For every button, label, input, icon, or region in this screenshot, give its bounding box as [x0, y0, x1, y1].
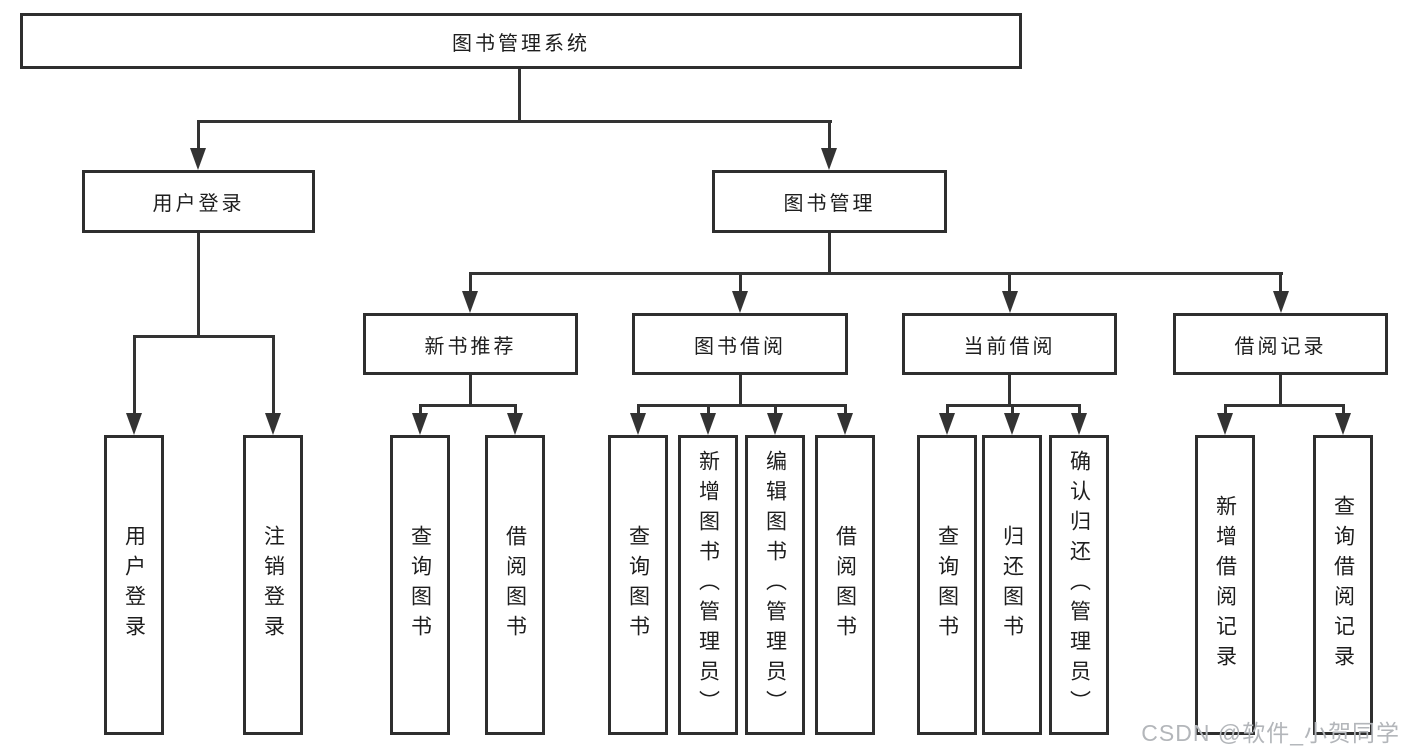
- connector-hline: [1223, 404, 1345, 407]
- arrow-down-icon: [700, 413, 716, 435]
- arrow-down-icon: [821, 148, 837, 170]
- arrow-down-icon: [265, 413, 281, 435]
- node-new-book-recommend: 新书推荐: [363, 313, 578, 375]
- arrow-down-icon: [412, 413, 428, 435]
- arrow-down-icon: [732, 291, 748, 313]
- node-library-system: 图书管理系统: [20, 13, 1022, 69]
- arrow-down-icon: [837, 413, 853, 435]
- connector-vline: [773, 404, 777, 415]
- arrow-down-icon: [1217, 413, 1233, 435]
- connector-vline: [197, 120, 200, 150]
- arrow-down-icon: [939, 413, 955, 435]
- connector-vline: [1223, 404, 1227, 415]
- connector-vline: [706, 404, 710, 415]
- connector-vline: [828, 233, 831, 274]
- arrow-down-icon: [507, 413, 523, 435]
- connector-hline: [636, 404, 847, 407]
- connector-hline: [197, 120, 832, 123]
- node-user-login: 用户登录: [82, 170, 315, 233]
- connector-vline: [1008, 272, 1011, 293]
- leaf-logout: 注销登录: [243, 435, 303, 735]
- connector-hline: [418, 404, 517, 407]
- leaf-query-books: 查询图书: [608, 435, 668, 735]
- arrow-down-icon: [630, 413, 646, 435]
- leaf-add-book-admin: 新增图书（管理员）: [678, 435, 738, 735]
- connector-vline: [738, 375, 742, 406]
- connector-vline: [1341, 404, 1345, 415]
- arrow-down-icon: [1004, 413, 1020, 435]
- connector-vline: [518, 69, 521, 123]
- arrow-down-icon: [767, 413, 783, 435]
- connector-vline: [132, 335, 136, 415]
- connector-vline: [418, 404, 422, 415]
- leaf-query-books: 查询图书: [390, 435, 450, 735]
- leaf-borrow-books: 借阅图书: [485, 435, 545, 735]
- node-borrow-records: 借阅记录: [1173, 313, 1388, 375]
- connector-vline: [1279, 272, 1282, 293]
- leaf-confirm-return-admin: 确认归还（管理员）: [1049, 435, 1109, 735]
- node-book-borrowing: 图书借阅: [632, 313, 848, 375]
- connector-vline: [513, 404, 517, 415]
- connector-vline: [828, 120, 831, 150]
- connector-vline: [1008, 375, 1011, 406]
- leaf-query-books: 查询图书: [917, 435, 977, 735]
- connector-hline: [469, 272, 1283, 275]
- connector-vline: [1010, 404, 1014, 415]
- arrow-down-icon: [1071, 413, 1087, 435]
- leaf-edit-book-admin: 编辑图书（管理员）: [745, 435, 805, 735]
- connector-vline: [738, 272, 742, 293]
- connector-hline: [133, 335, 275, 338]
- arrow-down-icon: [126, 413, 142, 435]
- leaf-query-borrow-record: 查询借阅记录: [1313, 435, 1373, 735]
- connector-vline: [945, 404, 949, 415]
- connector-vline: [843, 404, 847, 415]
- leaf-return-books: 归还图书: [982, 435, 1042, 735]
- arrow-down-icon: [190, 148, 206, 170]
- leaf-borrow-books: 借阅图书: [815, 435, 875, 735]
- connector-vline: [469, 375, 472, 406]
- arrow-down-icon: [1001, 291, 1018, 313]
- leaf-add-borrow-record: 新增借阅记录: [1195, 435, 1255, 735]
- csdn-watermark: CSDN @软件_小贺同学: [1141, 720, 1400, 746]
- connector-vline: [469, 272, 472, 293]
- leaf-user-login: 用户登录: [104, 435, 164, 735]
- connector-vline: [197, 233, 200, 335]
- connector-vline: [1279, 375, 1282, 406]
- connector-vline: [1077, 404, 1081, 415]
- node-book-management: 图书管理: [712, 170, 947, 233]
- arrow-down-icon: [462, 291, 478, 313]
- connector-vline: [271, 335, 275, 415]
- arrow-down-icon: [1272, 291, 1289, 313]
- arrow-down-icon: [1335, 413, 1351, 435]
- connector-vline: [636, 404, 640, 415]
- node-current-borrowing: 当前借阅: [902, 313, 1117, 375]
